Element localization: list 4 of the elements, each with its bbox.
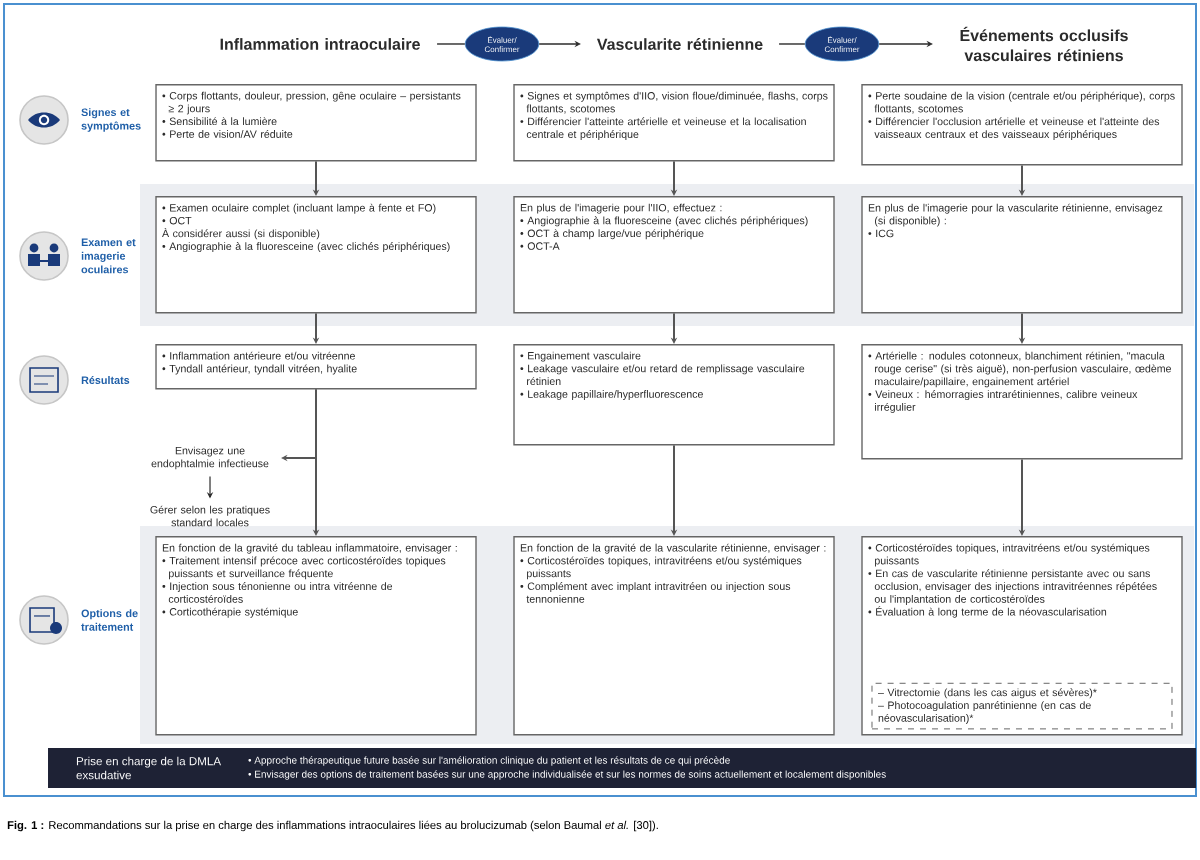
column-heading: Événements occlusifs vasculaires rétiniens [960, 26, 1128, 62]
arrow [281, 388, 317, 462]
column-heading: Vascularite rétinienne [596, 38, 763, 50]
column-heading: Inflammation intraoculaire [220, 38, 420, 50]
